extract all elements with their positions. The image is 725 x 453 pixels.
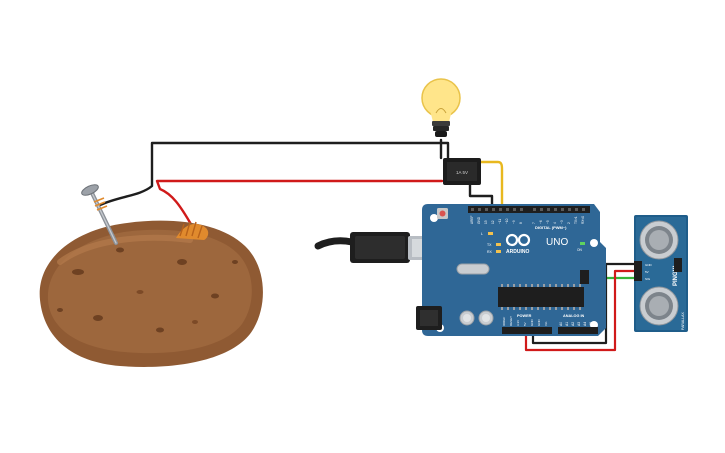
chip-legs: [501, 284, 581, 310]
digital-header: [468, 206, 590, 213]
sensor-maker: PARALLAX: [681, 312, 685, 330]
relay-label: 1A 5V: [456, 170, 468, 175]
pin-label: 7: [532, 222, 536, 224]
sensor-indicator: [674, 258, 682, 272]
wire-red-copper-to-relay[interactable]: [155, 179, 444, 228]
sensor-name: PING))): [673, 265, 679, 286]
status-leds: L TX RX: [481, 232, 501, 254]
pin-label: GND: [530, 319, 534, 327]
pin-label: 4: [553, 222, 557, 224]
arduino-uno-board[interactable]: AREF GND 13 12 ~11 ~10 ~9 8 7 ~6 ~5 4 ~3…: [416, 204, 606, 336]
wire-black-relay-to-gnd[interactable]: [468, 183, 494, 212]
crystal-oscillator: [456, 263, 490, 275]
pin-label: GND: [477, 216, 481, 224]
pin-label: GND: [537, 319, 541, 327]
pin-label: A0: [559, 322, 563, 326]
digital-label: DIGITAL (PWM~): [535, 225, 567, 230]
pin-label: GND: [645, 263, 653, 267]
transducer-icon: [639, 286, 679, 326]
transducer-icon: [639, 220, 679, 260]
power-pin-labels: IOREF RESET 3.3V 5V GND GND Vin: [502, 316, 548, 326]
power-led: [580, 242, 585, 245]
pin-label: 2: [567, 222, 571, 224]
model-label: UNO: [546, 237, 568, 248]
pin-label: ~9: [512, 220, 516, 224]
arduino-logo-icon: [505, 233, 531, 247]
pin-label: TX>1: [574, 216, 578, 224]
pin-label: 13: [484, 220, 488, 224]
copper-electrode[interactable]: [176, 221, 209, 240]
wire-black-gnd-to-sensor[interactable]: [531, 262, 638, 345]
led-label: RX: [487, 250, 493, 254]
light-bulb[interactable]: [421, 78, 461, 137]
mounting-hole: [430, 214, 438, 222]
pin-label: 5V: [645, 270, 649, 274]
analog-pin-labels: A0 A1 A2 A3 A4 A5: [559, 322, 593, 326]
pin-label: ~11: [498, 219, 502, 224]
led-label: TX: [487, 243, 492, 247]
pin-label: IOREF: [502, 317, 506, 326]
wire-black-nail-to-bulb[interactable]: [98, 141, 450, 207]
on-label: ON: [577, 248, 582, 252]
pin-label: A1: [565, 322, 569, 326]
pin-label: A2: [571, 322, 575, 326]
icsp-header: [580, 270, 589, 284]
sensor-pin-header: [634, 261, 642, 281]
power-label: POWER: [517, 314, 532, 318]
pin-label: RESET: [509, 316, 513, 326]
microcontroller-chip: [498, 287, 584, 307]
ultrasonic-sensor[interactable]: GND 5V SIG PING))) PARALLAX: [634, 215, 688, 332]
pin-label: RX<0: [581, 216, 585, 224]
capacitors: [459, 310, 494, 326]
pin-label: 12: [491, 220, 495, 224]
brand-label: ARDUINO: [506, 249, 529, 255]
mounting-hole: [590, 239, 598, 247]
pin-label: ~3: [560, 220, 564, 224]
power-header: [502, 327, 552, 334]
pin-label: ~5: [546, 220, 550, 224]
pin-label: ~6: [539, 220, 543, 224]
wire-red-5v-to-sensor[interactable]: [524, 269, 638, 352]
nail-electrode[interactable]: [80, 183, 118, 245]
pin-label: 3.3V: [516, 320, 520, 326]
pin-label: ~10: [505, 218, 509, 224]
pin-label: A5: [589, 322, 593, 326]
digital-pin-labels: AREF GND 13 12 ~11 ~10 ~9 8 7 ~6 ~5 4 ~3…: [470, 215, 585, 224]
pin-label: A3: [577, 322, 581, 326]
potato: [39, 220, 263, 367]
pin-label: A4: [583, 322, 587, 326]
led-label: L: [481, 232, 483, 236]
pin-label: SIG: [645, 277, 651, 281]
digital-header-pins: [471, 208, 585, 211]
wire-yellow-relay-to-pin[interactable]: [478, 160, 504, 212]
pin-label: 5V: [523, 322, 527, 326]
pin-label: Vin: [544, 321, 548, 326]
relay[interactable]: 1A 5V: [443, 158, 481, 185]
analog-header: [558, 327, 598, 334]
power-jack[interactable]: [416, 306, 442, 330]
sensor-pin-labels: GND 5V SIG: [645, 263, 653, 281]
pin-label: AREF: [470, 215, 474, 224]
pin-label: 8: [519, 222, 523, 224]
analog-label: ANALOG IN: [563, 314, 585, 318]
